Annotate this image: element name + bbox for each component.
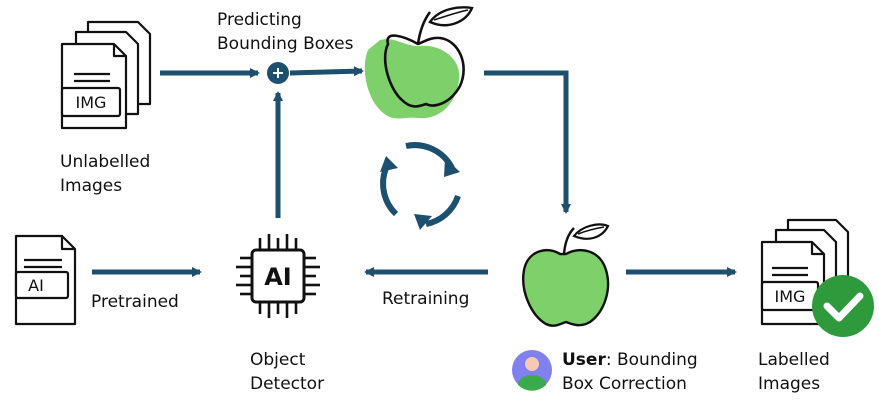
arrow-apple-to-user [484, 70, 571, 214]
apple-corrected-icon [522, 223, 610, 327]
predicting-label: Predicting Bounding Boxes [217, 10, 354, 54]
chip-text: AI [264, 263, 292, 291]
unlabelled-images-label: Unlabelled Images [60, 152, 151, 196]
img-text: IMG [76, 93, 107, 112]
ai-chip-icon: AI [236, 234, 320, 318]
arrow-plus-to-apple [289, 66, 364, 77]
img-labelled-text: IMG [775, 287, 806, 306]
unlabelled-images-icon: IMG [60, 20, 152, 130]
retraining-label: Retraining [382, 289, 470, 309]
cycle-arrows-icon [380, 142, 461, 230]
apple-predicted-icon [364, 6, 474, 119]
pretrained-model-file-icon: AI [14, 234, 77, 326]
user-correction-label: User: Bounding Box Correction [562, 350, 698, 394]
user-avatar-icon [512, 350, 552, 391]
check-badge-icon [812, 275, 874, 337]
flow-arrows [92, 66, 737, 277]
pretrained-label: Pretrained [91, 292, 179, 312]
ai-doc-text: AI [28, 276, 44, 295]
labelled-images-label: Labelled Images [758, 350, 830, 394]
plus-node-icon [267, 62, 289, 84]
object-detector-label: Object Detector [250, 350, 325, 394]
